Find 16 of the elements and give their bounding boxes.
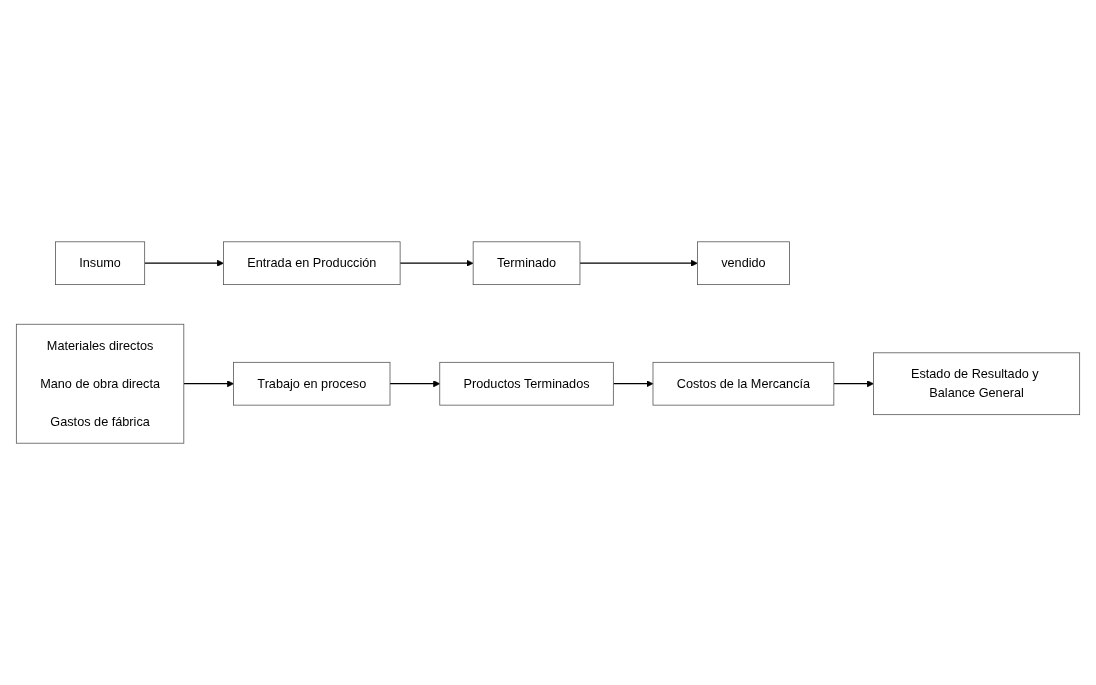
node-box: Productos Terminados [439,361,614,406]
node-box: Entrada en Producción [223,241,401,285]
node-box: Materiales directos Mano de obra directa Gastos de fábrica [15,323,185,444]
arrow [612,380,654,388]
arrow [183,380,234,388]
node-box: Estado de Resultado y Balance General [873,352,1081,416]
arrow [399,259,474,267]
node-box: Terminado [472,241,581,285]
arrow [389,380,441,388]
node-box: Insumo [55,241,146,285]
node-box: vendido [697,241,790,285]
node-box: Costos de la Mercancía [652,361,835,406]
node-box: Trabajo en proceso [233,361,391,406]
arrow [833,380,874,388]
arrow [144,259,224,267]
arrow [579,259,698,267]
